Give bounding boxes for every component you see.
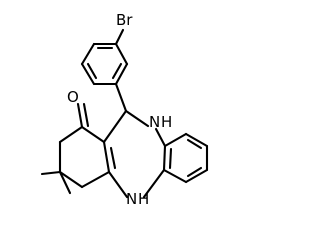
nh-bottom-bond [142,168,166,199]
nh-top-n-label: N [149,113,160,131]
aryl-ch-bond [114,82,128,113]
carbonyl-bond-2 [82,102,90,128]
bromophenyl-ring [80,42,129,86]
methyl-bond-1 [40,170,62,176]
nh-top-h-label: H [161,113,172,131]
benzo-ring [162,132,209,184]
methyl-bond-2 [58,170,72,195]
nh-bottom-n-label: N [126,190,137,208]
nh-bottom-h-label: H [138,190,149,208]
molecule-structure: Br O N H N H [40,11,209,208]
nh-top-bond [154,127,167,148]
c-br-bond [114,28,125,46]
bromine-label: Br [116,11,133,29]
carbonyl-bond-1 [76,102,84,129]
oxygen-label: O [67,88,79,106]
cyclohexenone-ring [58,125,117,189]
diazepine-ring [102,109,167,199]
